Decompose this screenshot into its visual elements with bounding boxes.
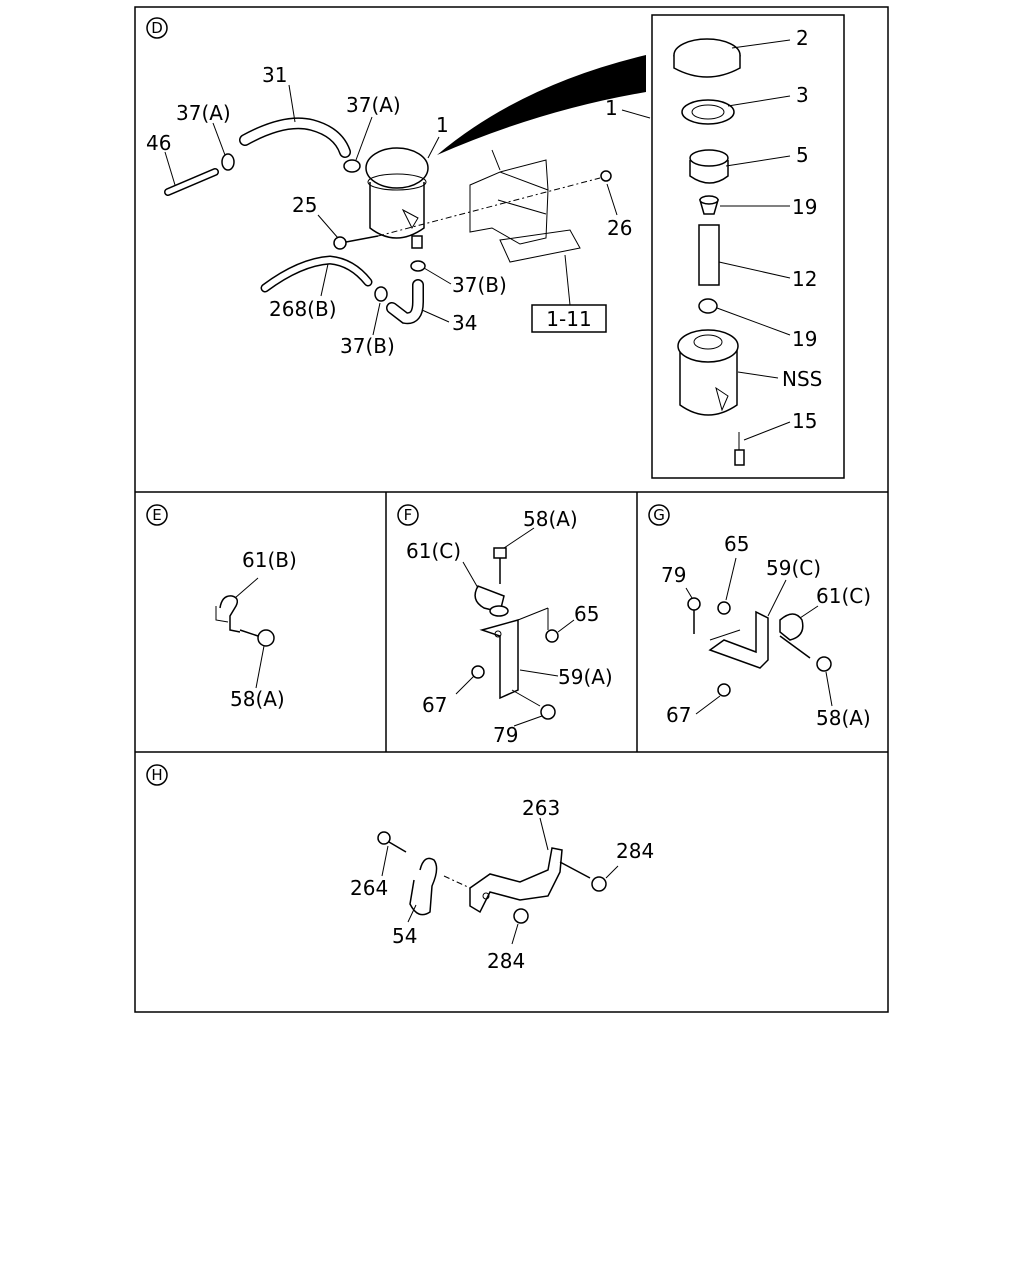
label-37b: 37(B): [452, 273, 507, 297]
svg-text:H: H: [151, 766, 162, 784]
label-61c: 61(C): [816, 584, 871, 608]
label-19: 19: [792, 195, 817, 219]
label-58a: 58(A): [523, 507, 578, 531]
section-marker-g: G: [648, 504, 670, 526]
label-1: 1: [605, 96, 618, 120]
section-marker-f: F: [397, 504, 419, 526]
svg-text:E: E: [152, 506, 161, 524]
label-65: 65: [574, 602, 599, 626]
section-marker-d: D: [146, 17, 168, 39]
label-67: 67: [666, 703, 691, 727]
svg-text:F: F: [404, 506, 413, 524]
label-37a: 37(A): [346, 93, 401, 117]
label-61b: 61(B): [242, 548, 297, 572]
label-37a: 37(A): [176, 101, 231, 125]
label-31: 31: [262, 63, 287, 87]
reference-label: 1-11: [546, 307, 591, 331]
section-marker-e: E: [146, 504, 168, 526]
section-f-drawing: [455, 527, 575, 727]
svg-text:G: G: [653, 506, 665, 524]
label-1: 1: [436, 113, 449, 137]
label-12: 12: [792, 267, 817, 291]
label-268b: 268(B): [269, 297, 337, 321]
label-79: 79: [661, 563, 686, 587]
section-h-drawing: [377, 817, 619, 945]
section-g-drawing: [685, 557, 833, 715]
label-58a: 58(A): [816, 706, 871, 730]
label-25: 25: [292, 193, 317, 217]
section-d-drawing: [164, 14, 845, 479]
svg-text:D: D: [151, 19, 163, 37]
label-nss: NSS: [782, 367, 822, 391]
label-79: 79: [493, 723, 518, 747]
label-61c: 61(C): [406, 539, 461, 563]
label-284: 284: [487, 949, 525, 973]
label-15: 15: [792, 409, 817, 433]
label-59a: 59(A): [558, 665, 613, 689]
section-marker-h: H: [146, 764, 168, 786]
label-65: 65: [724, 532, 749, 556]
label-5: 5: [796, 143, 809, 167]
label-59c: 59(C): [766, 556, 821, 580]
label-19: 19: [792, 327, 817, 351]
label-2: 2: [796, 26, 809, 50]
section-e-drawing: [215, 577, 275, 689]
label-58a: 58(A): [230, 687, 285, 711]
diagram-frame: [134, 6, 889, 1013]
label-3: 3: [796, 83, 809, 107]
label-284: 284: [616, 839, 654, 863]
label-37b: 37(B): [340, 334, 395, 358]
label-46: 46: [146, 131, 171, 155]
label-54: 54: [392, 924, 417, 948]
label-67: 67: [422, 693, 447, 717]
label-263: 263: [522, 796, 560, 820]
label-26: 26: [607, 216, 632, 240]
label-34: 34: [452, 311, 477, 335]
label-264: 264: [350, 876, 388, 900]
